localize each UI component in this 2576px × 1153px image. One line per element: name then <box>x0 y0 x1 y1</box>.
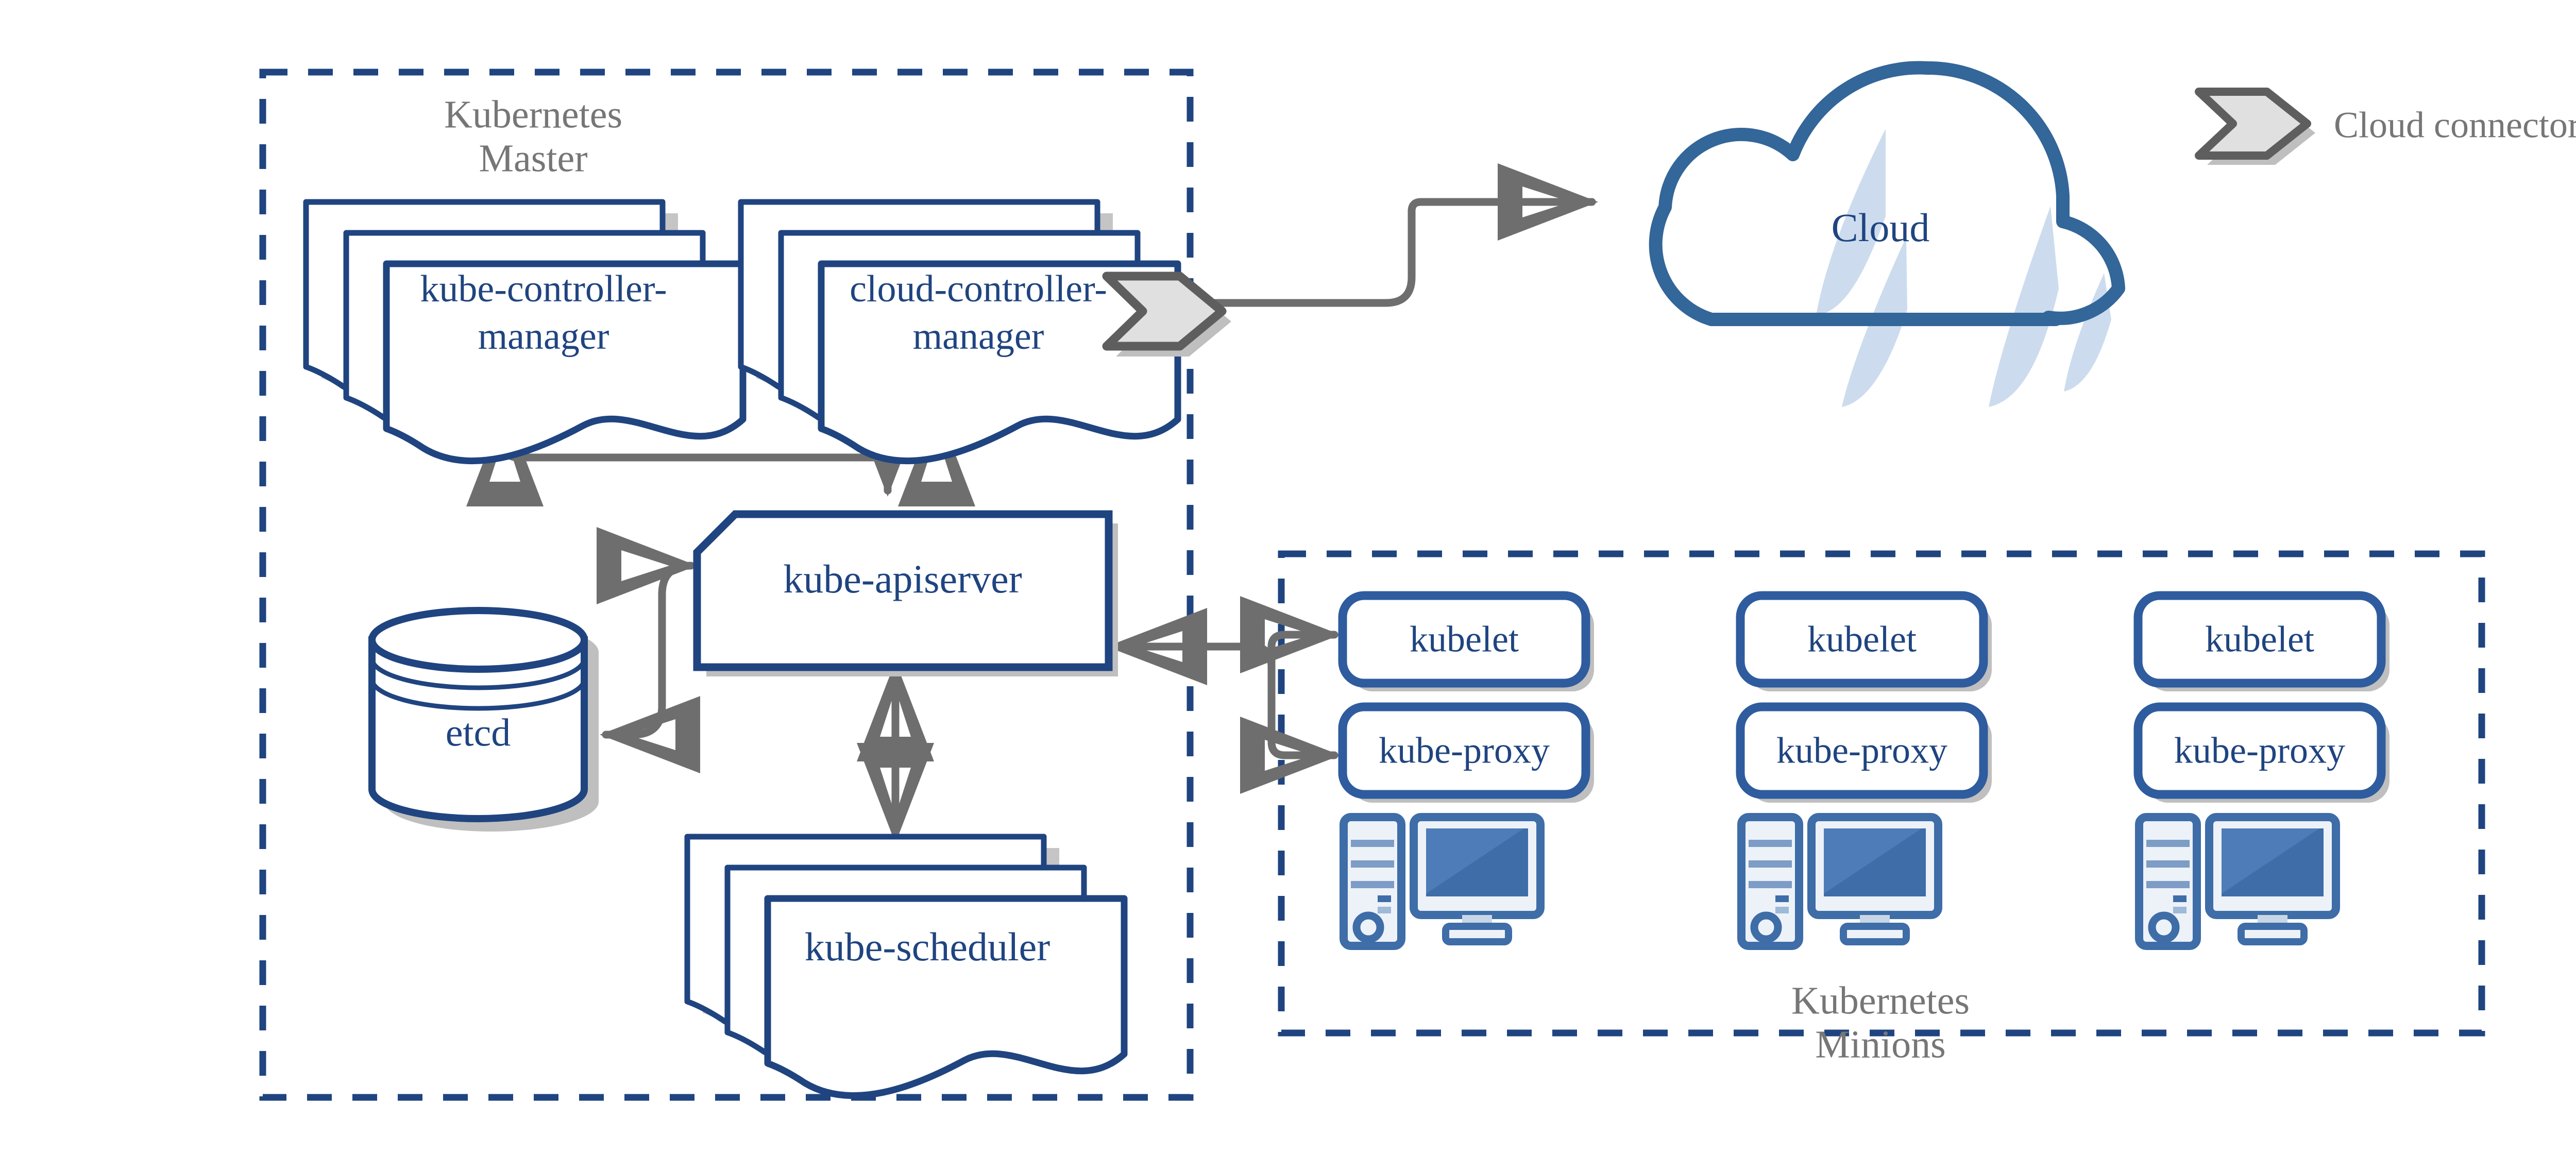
connector-apiserver-to-minion1 <box>1106 596 1341 794</box>
cloud-connector-chevron-icon <box>1102 272 1231 357</box>
minion-3-desktop-computer-icon <box>2135 813 2340 950</box>
minion-3-kube-proxy-label: kube-proxy <box>2174 730 2345 771</box>
minion-2-kube-proxy-label: kube-proxy <box>1776 730 1947 771</box>
node-kube-apiserver[interactable]: kube-apiserver <box>693 510 1118 676</box>
minion-1-desktop-computer-icon <box>1340 813 1545 950</box>
kube-controller-manager-label-line1: kube-controller- <box>420 268 667 310</box>
node-cloud[interactable]: Cloud <box>1626 61 2127 407</box>
node-etcd[interactable]: etcd <box>368 607 599 832</box>
master-group-label-line2: Master <box>479 137 587 180</box>
minion-3: kubelet kube-proxy <box>2133 591 2389 950</box>
minions-group-label-line2: Minions <box>1815 1023 1945 1066</box>
minion-2: kubelet kube-proxy <box>1736 591 1992 950</box>
etcd-label: etcd <box>446 711 511 754</box>
minion-2-kubelet-label: kubelet <box>1807 619 1917 660</box>
master-group-label-line1: Kubernetes <box>444 93 622 136</box>
minion-3-kubelet-label: kubelet <box>2205 619 2314 660</box>
minion-1-kubelet-label: kubelet <box>1410 619 1519 660</box>
minion-2-desktop-computer-icon <box>1737 813 1942 950</box>
minion-1: kubelet kube-proxy <box>1338 591 1594 950</box>
cloud-body <box>1649 61 2125 407</box>
cloud-controller-manager-label-line2: manager <box>913 315 1044 358</box>
kube-apiserver-label: kube-apiserver <box>783 556 1022 601</box>
minions-group-box <box>1278 550 2485 1037</box>
cloud-controller-manager-label-line1: cloud-controller- <box>850 268 1107 310</box>
minion-3-kubelet[interactable]: kubelet <box>2133 591 2389 691</box>
kube-controller-manager-label-line2: manager <box>478 315 609 358</box>
connector-apiserver-etcd <box>596 527 700 773</box>
node-kube-scheduler[interactable]: kube-scheduler <box>684 834 1128 1099</box>
connector-ccm-to-cloud <box>1204 163 1599 307</box>
minions-group-label-line1: Kubernetes <box>1791 979 1970 1022</box>
minion-2-kube-proxy[interactable]: kube-proxy <box>1736 702 1992 803</box>
minion-3-kube-proxy[interactable]: kube-proxy <box>2133 702 2389 803</box>
node-kube-controller-manager[interactable]: kube-controller- manager <box>303 199 747 465</box>
cloud-label: Cloud <box>1832 205 1930 250</box>
minion-1-kube-proxy[interactable]: kube-proxy <box>1338 702 1594 803</box>
node-cloud-controller-manager[interactable]: cloud-controller- manager <box>738 199 1181 465</box>
minion-1-kubelet[interactable]: kubelet <box>1338 591 1594 691</box>
master-group-box <box>259 69 1194 1101</box>
legend-label-text: Cloud connector <box>2334 105 2576 146</box>
minion-1-kube-proxy-label: kube-proxy <box>1379 730 1550 771</box>
legend-cloud-connector: Cloud connector <box>2195 88 2576 165</box>
cloud-connector-legend-icon <box>2195 88 2311 160</box>
kube-scheduler-label: kube-scheduler <box>805 924 1050 969</box>
minion-2-kubelet[interactable]: kubelet <box>1736 591 1992 691</box>
